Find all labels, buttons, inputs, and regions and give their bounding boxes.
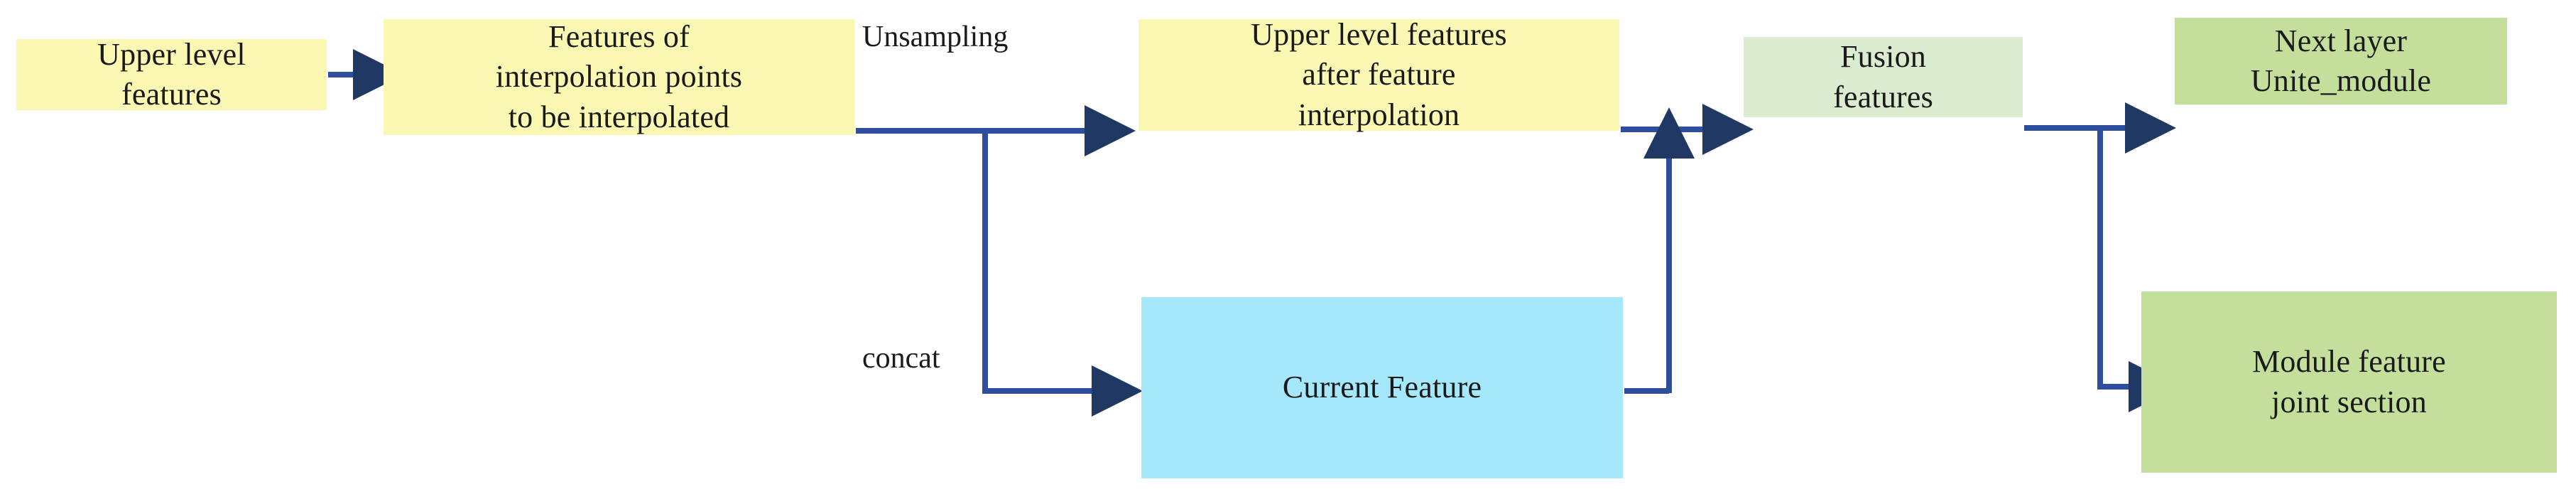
edge-currentfeature-to-fusion <box>1624 107 1695 394</box>
node-upper-after-interp-label: Upper level features after feature inter… <box>1251 17 1507 132</box>
node-fusion-features-label: Fusion features <box>1833 39 1933 114</box>
node-interpolation-points-label: Features of interpolation points to be i… <box>495 19 743 134</box>
node-upper-level-features-label: Upper level features <box>97 36 246 112</box>
node-interpolation-points[interactable]: Features of interpolation points to be i… <box>384 19 854 135</box>
node-upper-level-features-after-interpolation[interactable]: Upper level features after feature inter… <box>1138 17 1619 132</box>
node-next-layer-unite-module[interactable]: Next layer Unite_module <box>2175 18 2507 104</box>
node-upper-level-features[interactable]: Upper level features <box>16 37 327 112</box>
edge-label-unsampling: Unsampling <box>862 21 1009 53</box>
node-module-feature-joint-section[interactable]: Module feature joint section <box>2141 291 2557 473</box>
node-next-layer-unite-module-label: Next layer Unite_module <box>2250 23 2432 98</box>
node-module-feature-joint-section-label: Module feature joint section <box>2252 344 2446 419</box>
node-current-feature[interactable]: Current Feature <box>1141 297 1623 478</box>
edge-label-concat: concat <box>862 342 940 375</box>
node-current-feature-label: Current Feature <box>1282 370 1482 405</box>
node-fusion-features[interactable]: Fusion features <box>1744 37 2023 117</box>
